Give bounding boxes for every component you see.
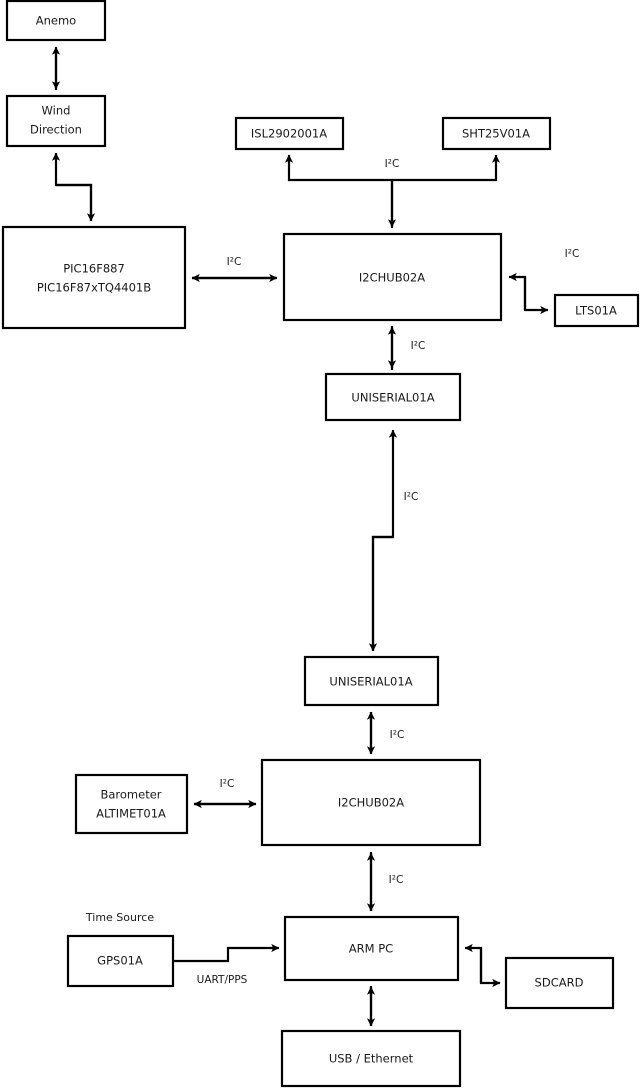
node-lts01a[interactable]: LTS01A: [553, 293, 640, 328]
node-lts01a-label: LTS01A: [575, 304, 617, 318]
node-gps01a-label: GPS01A: [97, 954, 143, 968]
edge-wind-pic: [51, 152, 96, 222]
node-armpc[interactable]: ARM PC: [283, 915, 460, 982]
node-sdcard-label: SDCARD: [535, 976, 584, 990]
node-armpc-label: ARM PC: [349, 942, 393, 956]
node-sht25v01a-label: SHT25V01A: [462, 127, 530, 141]
edge-label-i2c-baro-hub2: I²C: [220, 778, 235, 790]
node-barometer-label-line2: ALTIMET01A: [96, 807, 166, 821]
node-usb-ethernet-label: USB / Ethernet: [329, 1052, 414, 1066]
node-i2chub02a-bottom[interactable]: I2CHUB02A: [260, 758, 482, 847]
edge-hub-sensors: [284, 154, 501, 228]
node-barometer-label-line1: Barometer: [100, 788, 161, 802]
node-wind-direction-label-line2: Direction: [30, 123, 82, 137]
node-i2chub02a-top-label: I2CHUB02A: [359, 271, 425, 285]
node-isl2902001a[interactable]: ISL2902001A: [234, 116, 345, 151]
edge-armpc-sdcard: [464, 943, 501, 988]
edge-gps-armpc: [173, 943, 280, 963]
node-uniserial01a-bottom[interactable]: UNISERIAL01A: [303, 655, 440, 707]
node-wind-direction[interactable]: Wind Direction: [5, 94, 107, 148]
node-sht25v01a[interactable]: SHT25V01A: [441, 116, 552, 151]
node-anemo[interactable]: Anemo: [5, 0, 107, 42]
node-uniserial01a-top-label: UNISERIAL01A: [351, 391, 434, 405]
node-i2chub02a-top[interactable]: I2CHUB02A: [282, 232, 503, 322]
node-sdcard[interactable]: SDCARD: [504, 956, 615, 1010]
edge-label-i2c-uni-uni: I²C: [404, 491, 419, 503]
edge-label-i2c-uni-hub2: I²C: [390, 729, 405, 741]
node-pic-label-line2: PIC16F87xTQ4401B: [37, 281, 151, 295]
edge-label-uart-pps: UART/PPS: [197, 974, 248, 986]
label-time-source: Time Source: [85, 911, 154, 924]
edge-label-i2c-pic-hub: I²C: [227, 256, 242, 268]
node-isl2902001a-label: ISL2902001A: [251, 127, 327, 141]
node-barometer[interactable]: Barometer ALTIMET01A: [74, 773, 189, 835]
node-uniserial01a-bottom-label: UNISERIAL01A: [329, 675, 412, 689]
node-wind-direction-label-line1: Wind: [42, 104, 71, 118]
node-pic[interactable]: PIC16F887 PIC16F87xTQ4401B: [1, 225, 187, 330]
edge-label-i2c-hub-uni: I²C: [411, 340, 426, 352]
edge-uniserial-uniserial: [368, 429, 398, 652]
node-uniserial01a-top[interactable]: UNISERIAL01A: [324, 372, 462, 422]
edge-label-i2c-sensors-top: I²C: [385, 158, 400, 170]
edge-label-i2c-hub2-arm: I²C: [389, 874, 404, 886]
node-pic-label-line1: PIC16F887: [63, 262, 125, 276]
node-anemo-label: Anemo: [36, 14, 76, 28]
edge-label-i2c-hub-lts: I²C: [565, 248, 580, 260]
node-usb-ethernet[interactable]: USB / Ethernet: [280, 1029, 462, 1088]
node-i2chub02a-bottom-label: I2CHUB02A: [338, 796, 404, 810]
node-gps01a[interactable]: GPS01A: [66, 934, 175, 988]
edge-hub-lts: [508, 272, 549, 315]
